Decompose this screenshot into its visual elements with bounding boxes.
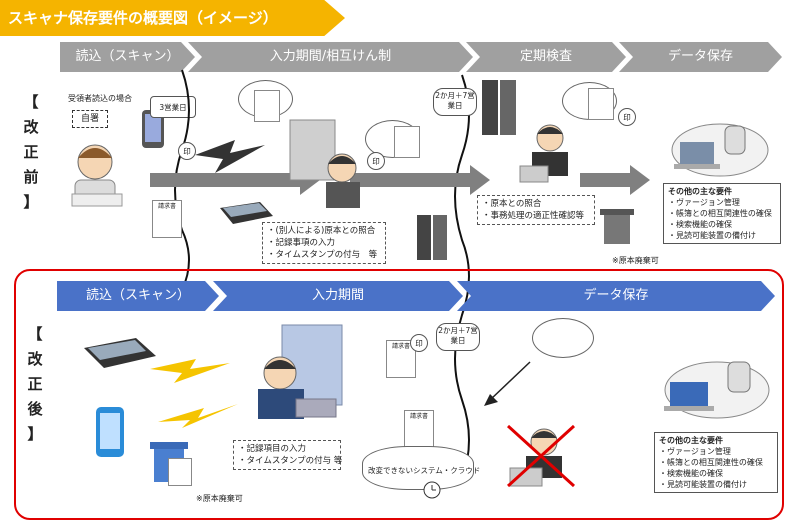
lightning-icon — [195, 140, 265, 173]
after-label: 【 改 正 後 】 — [27, 325, 43, 443]
receiver-person-icon — [71, 144, 123, 207]
seal-stamp-1: 印 — [178, 142, 196, 160]
office-worker-icon — [289, 119, 360, 208]
after-deadline-2m7d-badge: 2か月＋7営業日 — [436, 323, 480, 351]
title-banner — [0, 0, 345, 36]
receiver-scan-label: 受領者読込の場合 — [68, 94, 132, 103]
before-disposal-note: ※原本廃棄可 — [612, 256, 659, 265]
before-step-periodic-inspection: 定期検査 — [466, 42, 626, 72]
system-cloud — [362, 446, 474, 490]
after-lightning-icon-2 — [158, 404, 238, 428]
after-step-input-period: 入力期間 — [213, 281, 463, 311]
after-invoice-doc-2: 請求書 — [404, 410, 434, 448]
binder-icon — [417, 215, 447, 260]
invoice-doc-2 — [254, 90, 280, 122]
inspector-icon — [519, 124, 568, 183]
before-label: 【 改 正 前 】 — [23, 93, 39, 211]
trash-bin-icon — [600, 209, 634, 244]
system-cloud-label: 改変できないシステム・クラウド — [368, 466, 481, 475]
before-step-data-storage: データ保存 — [619, 42, 782, 72]
after-other-requirements: その他の主な要件 ・ヴァージョン管理 ・帳簿との相互関連性の確保 ・検索機能の確… — [654, 432, 778, 493]
scanner-icon — [220, 202, 273, 224]
laptop-database-icon — [671, 123, 769, 177]
before-step-scan: 読込（スキャン） — [60, 42, 195, 72]
after-step-scan: 読込（スキャン） — [57, 281, 219, 311]
before-step-input-period: 入力期間/相互けん制 — [188, 42, 473, 72]
binder-icon-2 — [482, 80, 516, 135]
after-thought-cloud — [532, 318, 594, 358]
page-title: スキャナ保存要件の概要図（イメージ） — [8, 9, 278, 27]
before-flow-arrow — [150, 165, 490, 195]
seal-stamp-2: 印 — [367, 152, 385, 170]
self-sign-box: 自署 — [72, 110, 108, 128]
after-scanner-icon — [84, 338, 156, 368]
after-office-worker-icon — [258, 324, 343, 419]
after-step-data-storage: データ保存 — [457, 281, 775, 311]
after-arrow-down — [484, 361, 531, 406]
smartphone-icon — [142, 110, 164, 148]
after-invoice-doc-disposal — [168, 458, 192, 486]
after-seal-stamp: 印 — [410, 334, 428, 352]
after-smartphone-icon — [96, 407, 124, 457]
invoice-doc-4 — [588, 88, 614, 120]
deadline-3-days-badge: 3営業日 — [150, 96, 196, 118]
clock-icon — [423, 481, 441, 499]
after-laptop-database-icon — [664, 361, 770, 419]
deadline-2m7d-badge: 2か月＋7営業日 — [433, 88, 477, 116]
crossed-out-inspector-icon — [506, 424, 576, 488]
invoice-doc-3 — [394, 126, 420, 158]
after-frame — [14, 269, 784, 520]
seal-stamp-3: 印 — [618, 108, 636, 126]
after-disposal-note: ※原本廃棄可 — [196, 494, 243, 503]
after-lightning-icon-1 — [150, 359, 230, 383]
before-flow-arrow-2 — [580, 165, 650, 195]
before-inspection-list: ・原本との照合 ・事務処理の適正性確認等 — [477, 195, 595, 225]
before-check-list: ・(別人による)原本との照合 ・記録事項の入力 ・タイムスタンプの付与 等 — [262, 222, 386, 264]
after-invoice-doc-1: 請求書 — [386, 340, 416, 378]
after-input-list: ・記録項目の入力 ・タイムスタンプの付与 等 — [233, 440, 342, 470]
invoice-doc-1: 請求書 — [152, 200, 182, 238]
before-other-requirements: その他の主な要件 ・ヴァージョン管理 ・帳簿との相互関連性の確保 ・検索機能の確… — [663, 183, 781, 244]
